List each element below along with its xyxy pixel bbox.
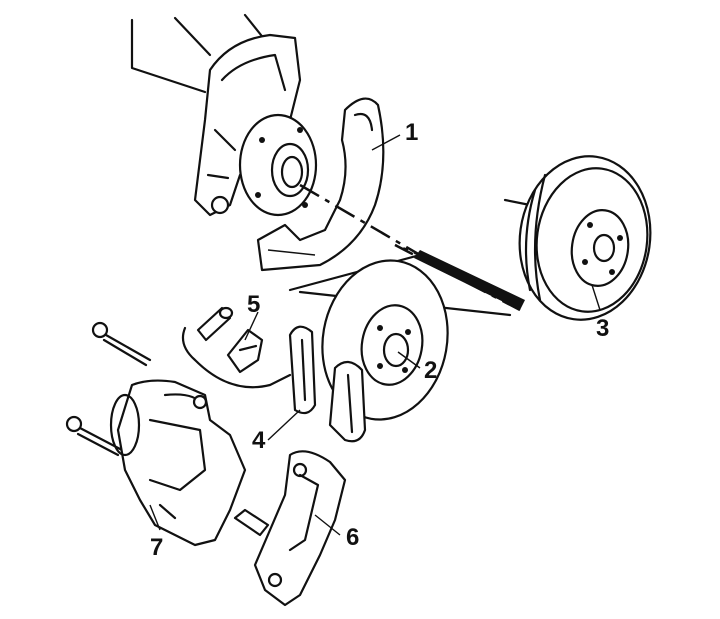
callout-6: 6 (346, 524, 359, 551)
guide-pins (65, 321, 152, 457)
disc-edge-band (414, 250, 525, 310)
callout-4: 4 (252, 427, 266, 454)
callout-3: 3 (596, 315, 609, 342)
wheel-hub (238, 113, 318, 217)
splash-shield (256, 97, 385, 272)
callout-1: 1 (405, 119, 418, 146)
callout-7: 7 (150, 534, 163, 561)
callout-2: 2 (424, 357, 437, 384)
brake-disc-vented (518, 155, 652, 321)
callout-5: 5 (247, 291, 260, 318)
steering-knuckle (130, 13, 302, 217)
caliper-bracket (233, 450, 347, 607)
brake-pads (288, 325, 367, 443)
leader-lines (149, 134, 601, 536)
brake-caliper (109, 379, 247, 547)
wear-sensor (181, 306, 292, 389)
